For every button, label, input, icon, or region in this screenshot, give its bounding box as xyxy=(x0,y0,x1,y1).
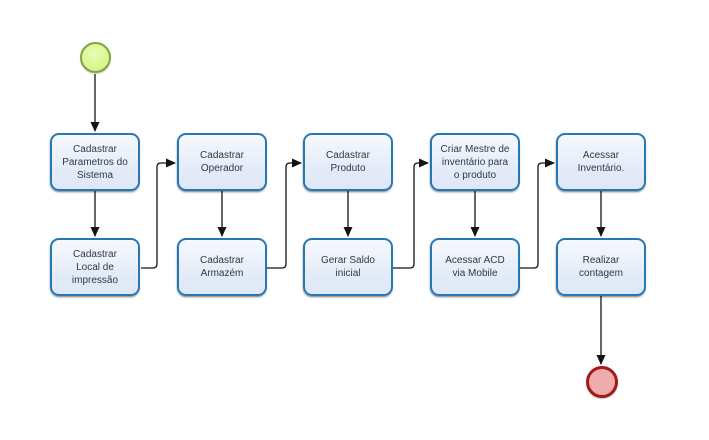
task-cadastrar-operador[interactable]: Cadastrar Operador xyxy=(177,133,267,191)
task-gerar-saldo-inicial[interactable]: Gerar Saldo inicial xyxy=(303,238,393,296)
connector-acd-to-inventario xyxy=(520,158,555,269)
end-event[interactable] xyxy=(586,366,618,398)
task-label: Acessar ACD via Mobile xyxy=(445,255,505,279)
task-label: Gerar Saldo inicial xyxy=(321,255,375,279)
connector-armazem-to-produto xyxy=(267,158,302,269)
task-cadastrar-parametros-do-sistema[interactable]: Cadastrar Parametros do Sistema xyxy=(50,133,140,191)
task-realizar-contagem[interactable]: Realizar contagem xyxy=(556,238,646,296)
task-cadastrar-produto[interactable]: Cadastrar Produto xyxy=(303,133,393,191)
task-criar-mestre-de-inventario[interactable]: Criar Mestre de inventário para o produt… xyxy=(430,133,520,191)
task-label: Cadastrar Local de impressão xyxy=(71,248,119,286)
task-acessar-inventario[interactable]: Acessar Inventário. xyxy=(556,133,646,191)
task-label: Cadastrar Parametros do Sistema xyxy=(62,143,128,181)
task-label: Realizar contagem xyxy=(579,255,623,279)
connector-saldo-to-mestre xyxy=(393,158,429,269)
task-label: Cadastrar Produto xyxy=(326,150,370,174)
task-label: Criar Mestre de inventário para o produt… xyxy=(440,143,510,181)
task-cadastrar-local-de-impressao[interactable]: Cadastrar Local de impressão xyxy=(50,238,140,296)
task-cadastrar-armazem[interactable]: Cadastrar Armazém xyxy=(177,238,267,296)
task-label: Cadastrar Armazém xyxy=(200,255,244,279)
connector-local-impressao-to-operador xyxy=(141,158,176,269)
task-acessar-acd-via-mobile[interactable]: Acessar ACD via Mobile xyxy=(430,238,520,296)
start-event[interactable] xyxy=(80,42,111,73)
task-label: Acessar Inventário. xyxy=(577,150,625,174)
task-label: Cadastrar Operador xyxy=(200,150,244,174)
